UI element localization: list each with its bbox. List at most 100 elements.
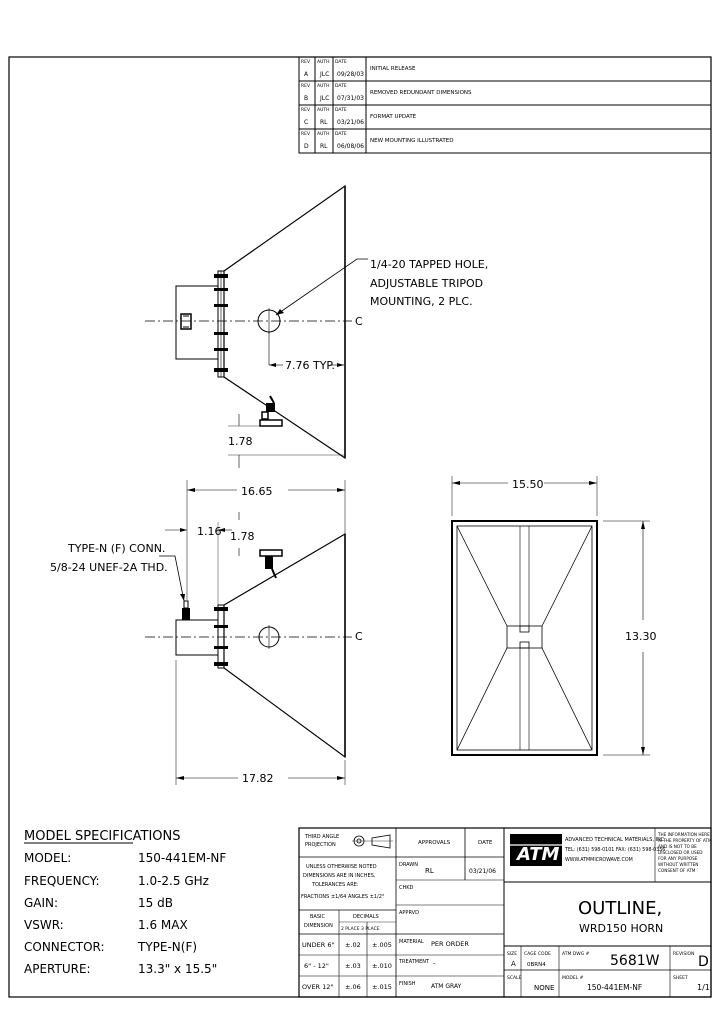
atm-dwg-label: ATM DWG # (562, 951, 590, 957)
spec-value: TYPE-N(F) (137, 940, 197, 954)
third-angle-2: PROJECTION (305, 842, 336, 848)
spec-value: 1.0-2.5 GHz (138, 874, 209, 888)
basic-dim-1: BASIC (310, 914, 325, 920)
dim-17-82-label: 17.82 (242, 772, 274, 785)
tol-3place: ±.015 (372, 983, 392, 991)
revision-table: REV AUTH DATE REV AUTH DATE REV AUTH DAT… (298, 56, 712, 154)
model-value: 150-441EM-NF (587, 983, 642, 992)
rev-hdr-date: DATE (335, 131, 347, 137)
third-angle-projection-icon (352, 834, 393, 849)
tol-3place: ±.010 (372, 962, 392, 970)
spec-label: APERTURE: (24, 962, 91, 976)
rev-desc: NEW MOUNTING ILLUSTRATED (370, 138, 453, 144)
rev-hdr-rev: REV (301, 107, 311, 113)
rev-hdr-rev: REV (301, 131, 311, 137)
chkd-label: CHKD (399, 885, 414, 891)
connector-note-1: TYPE-N (F) CONN. (67, 542, 165, 555)
finish-value: ATM GRAY (431, 983, 462, 990)
revision-label: REVISION (673, 951, 694, 957)
rev-desc: FORMAT UPDATE (370, 114, 417, 120)
material-label: MATERIAL (399, 939, 424, 945)
proprietary-note: CONSENT OF ATM (658, 868, 696, 873)
spec-value: 15 dB (138, 896, 173, 910)
cage-value: 0BRN4 (527, 962, 546, 968)
dim-13-30: 13.30 (625, 630, 657, 643)
tol-2place: ±.03 (345, 962, 361, 970)
dim-1-78-mid: 1.78 (230, 530, 255, 543)
spec-label: VSWR: (24, 918, 64, 932)
rev-desc: REMOVED REDUNDANT DIMENSIONS (370, 90, 472, 96)
date-hdr: DATE (478, 840, 493, 846)
rev-hdr-date: DATE (335, 83, 347, 89)
drawn-label: DRAWN (399, 862, 418, 868)
scale-value: NONE (534, 984, 554, 992)
dim-15-50: 15.50 (512, 478, 544, 491)
company-web: WWW.ATMMICROWAVE.COM (565, 857, 633, 863)
rev-date: 09/28/03 (337, 71, 364, 78)
dim-17-82: 17.82 (175, 660, 346, 785)
drawn-date: 03/21/06 (469, 868, 496, 875)
tapped-hole-note-3: MOUNTING, 2 PLC. (370, 295, 473, 308)
atm-logo-text: ATM (515, 844, 559, 865)
horn-side-view-bottom: C 1.16 1 (50, 512, 363, 759)
centerline-label: C (355, 315, 363, 328)
spec-value: 13.3" x 15.5" (138, 962, 217, 976)
drawn-by: RL (425, 867, 434, 875)
tapped-hole-note-1: 1/4-20 TAPPED HOLE, (370, 258, 488, 271)
spec-label: CONNECTOR: (24, 940, 105, 954)
proprietary-note: AND IS NOT TO BE (658, 844, 697, 849)
proprietary-note: IS THE PROPERTY OF ATM (658, 838, 712, 843)
rev-hdr-rev: REV (301, 59, 311, 65)
treatment-value: - (433, 960, 436, 968)
atm-logo: ATM (510, 834, 562, 866)
sheet-border (8, 56, 712, 998)
cage-label: CAGE CODE (524, 951, 551, 957)
tripod-mount-bottom (259, 549, 283, 579)
company-name: ADVANCED TECHNICAL MATERIALS, INC. (565, 837, 666, 843)
horn-front-view: 15.50 13.30 (451, 476, 657, 756)
company-phone: TEL: (631) 598-0101 FAX: (631) 598-0356 (564, 847, 665, 853)
dim-16-65-label: 16.65 (241, 485, 273, 498)
sheet-value: 1/1 (697, 983, 710, 992)
rev-date: 06/08/06 (337, 143, 364, 150)
rev-letter: C (304, 119, 308, 126)
revision-value: D (698, 954, 709, 970)
tol-2place: ±.02 (345, 941, 361, 949)
rev-auth: RL (320, 119, 328, 126)
rev-letter: A (304, 71, 309, 78)
scale-label: SCALE (507, 975, 522, 981)
tol-2place: ±.06 (345, 983, 361, 991)
decimals-1: DECIMALS (353, 914, 379, 920)
dim-7-76-typ: 7.76 TYP. (285, 359, 335, 372)
rev-desc: INITIAL RELEASE (370, 66, 416, 72)
rev-date: 07/31/03 (337, 95, 364, 102)
sheet-label: SHEET (673, 975, 688, 981)
rev-auth: JLC (319, 71, 329, 78)
rev-hdr-rev: REV (301, 83, 311, 89)
tol-range: OVER 12" (302, 983, 333, 991)
dim-1-16: 1.16 (197, 525, 222, 538)
spec-label: MODEL: (24, 851, 71, 865)
rev-hdr-date: DATE (335, 107, 347, 113)
rev-letter: D (304, 143, 309, 150)
tol-range: 6" - 12" (304, 962, 329, 970)
rev-auth: JLC (319, 95, 329, 102)
treatment-label: TREATMENT (398, 959, 430, 965)
size-value: A (511, 960, 516, 968)
horn-side-view-top: C (145, 184, 488, 468)
tb-note: UNLESS OTHERWISE NOTED (306, 864, 377, 870)
model-label: MODEL # (562, 975, 584, 981)
rev-hdr-auth: AUTH (317, 131, 330, 137)
tb-note: TOLERANCES ARE: (311, 882, 359, 888)
material-value: PER ORDER (431, 940, 469, 948)
rev-hdr-auth: AUTH (317, 107, 330, 113)
spec-value: 1.6 MAX (138, 918, 188, 932)
approvals-hdr: APPROVALS (418, 840, 451, 846)
tol-3place: ±.005 (372, 941, 392, 949)
tb-note: FRACTIONS ±1/64 ANGLES ±1/2° (301, 894, 385, 900)
apprvd-label: APPRVD (399, 910, 419, 916)
tapped-hole-note-2: ADJUSTABLE TRIPOD (370, 277, 483, 290)
spec-label: GAIN: (24, 896, 58, 910)
spec-label: FREQUENCY: (24, 874, 100, 888)
